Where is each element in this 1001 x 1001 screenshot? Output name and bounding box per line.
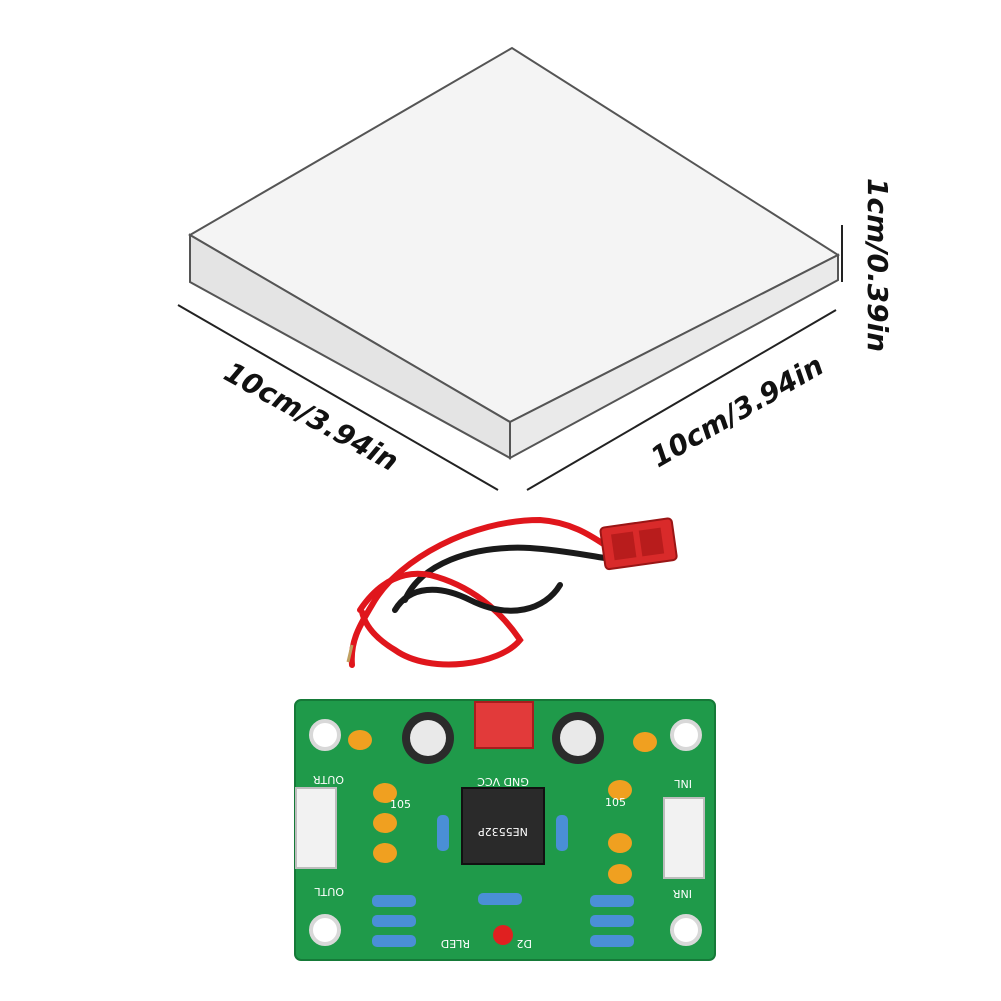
label-outr: OUTR: [313, 773, 344, 786]
power-connector: [474, 701, 534, 749]
red-wire: [348, 516, 608, 668]
output-connector: [295, 787, 337, 869]
input-connector: [663, 797, 705, 879]
cap-label-right: 105: [605, 796, 626, 809]
height-label: 1cm/0.39in: [861, 178, 894, 352]
label-inl: INL: [674, 777, 692, 790]
resistors: [372, 815, 634, 947]
label-rled: RLED: [441, 937, 470, 950]
red-wire-loop: [357, 570, 524, 668]
box-right-face: [509, 253, 839, 460]
power-cable: [346, 516, 678, 668]
power-led: [493, 925, 513, 945]
label-power: GND VCC: [477, 775, 529, 788]
jst-connector: [599, 517, 678, 571]
width-dimension-line: [177, 304, 499, 491]
black-wire-loop: [392, 582, 563, 614]
package-box: [188, 46, 841, 460]
mounting-holes: [309, 719, 702, 946]
op-amp-chip: [461, 787, 545, 865]
ceramic-capacitors: [348, 730, 657, 884]
ic-marking: NE5532P: [478, 825, 528, 838]
label-inr: INR: [673, 887, 692, 900]
electrolytic-capacitors: [402, 712, 604, 764]
wire-tip: [346, 644, 354, 663]
amplifier-pcb: NE5532P 105 105 OUTR: [294, 699, 716, 961]
label-outl: OUTL: [314, 885, 344, 898]
depth-dimension-line: [526, 309, 837, 491]
label-d2: D2: [517, 937, 532, 950]
cap-label-left: 105: [390, 798, 411, 811]
